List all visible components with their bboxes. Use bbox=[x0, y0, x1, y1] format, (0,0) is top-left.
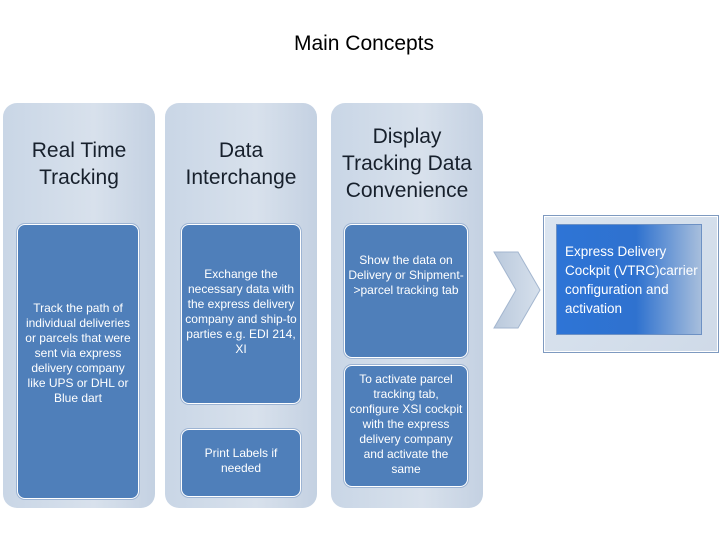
concept-box: Print Labels if needed bbox=[181, 429, 301, 497]
concept-column-display-tracking-data: Display Tracking Data Convenience Show t… bbox=[331, 103, 483, 508]
concept-column-data-interchange: Data Interchange Exchange the necessary … bbox=[165, 103, 317, 508]
concept-column-real-time-tracking: Real Time Tracking Track the path of ind… bbox=[3, 103, 155, 508]
concept-box: Show the data on Delivery or Shipment->p… bbox=[344, 224, 468, 358]
chevron-right-icon bbox=[493, 251, 541, 329]
result-text: Express Delivery Cockpit (VTRC)carrier c… bbox=[565, 244, 698, 316]
concept-box: Exchange the necessary data with the exp… bbox=[181, 224, 301, 404]
concept-box: Track the path of individual deliveries … bbox=[17, 224, 139, 499]
result-box bbox=[556, 224, 702, 335]
column-heading: Real Time Tracking bbox=[31, 139, 127, 189]
slide-title: Main Concepts bbox=[293, 32, 435, 55]
concept-box: To activate parcel tracking tab, configu… bbox=[344, 365, 468, 487]
column-heading: Display Tracking Data Convenience bbox=[342, 125, 472, 202]
column-heading: Data Interchange bbox=[185, 139, 297, 189]
